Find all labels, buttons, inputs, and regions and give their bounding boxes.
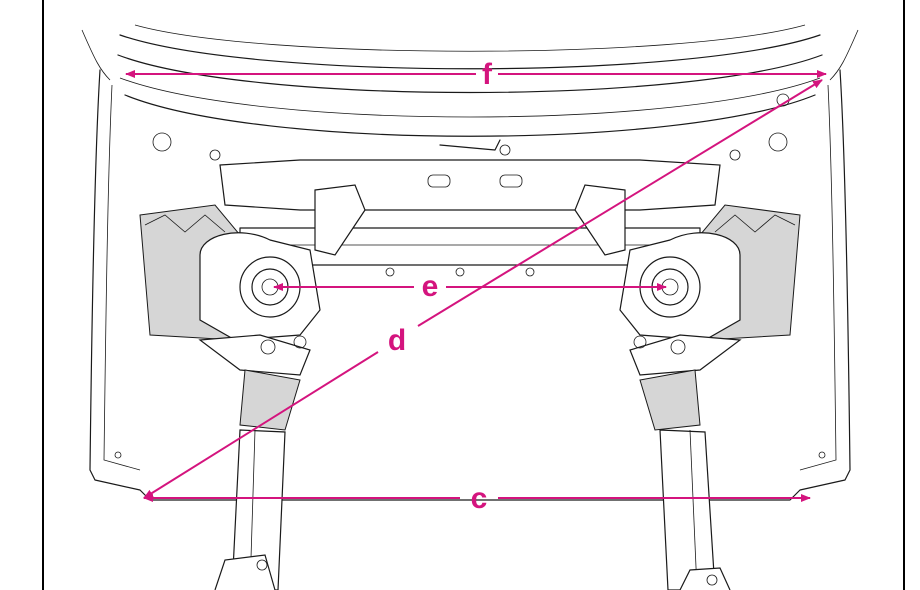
right-strut xyxy=(639,369,731,590)
dimension-c-label: c xyxy=(471,482,488,515)
dimension-f-label: f xyxy=(482,58,493,91)
mounting-points xyxy=(114,93,826,459)
left-strut xyxy=(214,369,301,590)
dimension-d-line-lower xyxy=(143,351,379,499)
underbody-panel xyxy=(81,29,859,501)
right-wheel-hub xyxy=(574,184,801,376)
dimension-d-label: d xyxy=(388,324,406,357)
dimension-e-label: e xyxy=(422,270,439,303)
rear-bumper xyxy=(117,24,823,137)
left-wheel-hub xyxy=(139,184,366,376)
dimension-d-line-upper xyxy=(417,79,823,327)
